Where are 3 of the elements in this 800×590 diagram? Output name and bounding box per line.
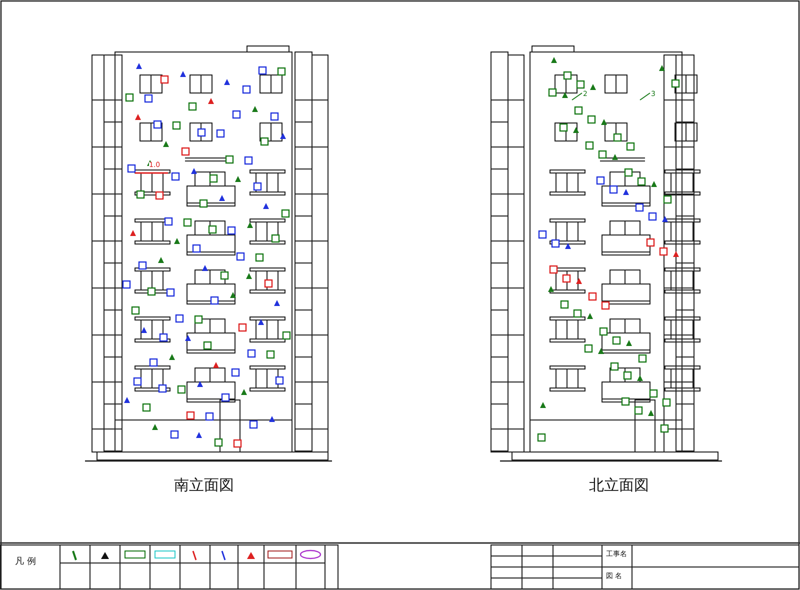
drawing-title: 北立面図 xyxy=(589,478,649,493)
legend-heading: 凡 例 xyxy=(15,558,36,567)
drawing-title: 南立面図 xyxy=(174,478,234,493)
